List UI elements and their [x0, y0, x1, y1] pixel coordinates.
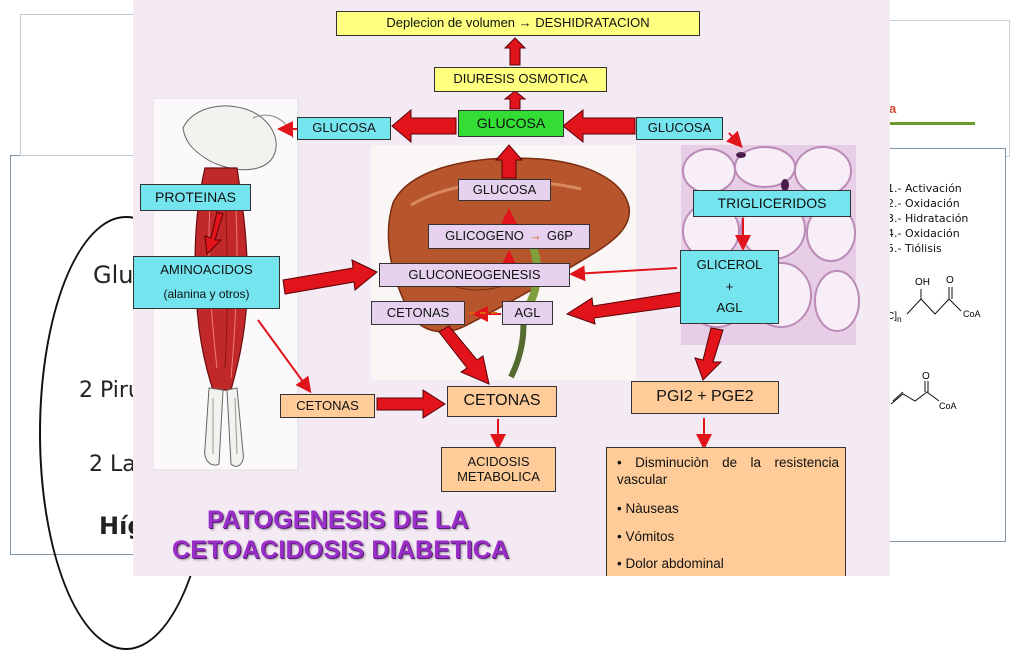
gluconeogenesis-box: GLUCONEOGENESIS	[379, 263, 570, 287]
agl-right-label: AGL	[716, 300, 743, 316]
step-5: 5.- Tiólisis	[887, 242, 942, 255]
chem-structure-1	[890, 287, 962, 405]
bg-right-red-text: a	[889, 101, 897, 116]
pgi2-box: PGI2 + PGE2	[631, 381, 779, 414]
chem-c-bracket: C]n	[887, 311, 902, 324]
arrows-layer	[204, 37, 751, 450]
cetonas-mid-box: CETONAS	[447, 386, 557, 417]
step-3: 3.- Hidratación	[887, 212, 969, 225]
effect-item-4: • Dolor abdominal	[617, 556, 724, 571]
cetonas-liver-box: CETONAS	[371, 301, 465, 325]
glicerol-label: GLICEROL	[696, 256, 763, 272]
glucosa-right-box: GLUCOSA	[636, 117, 723, 140]
background-slide-right: 1.- Activación 2.- Oxidación 3.- Hidrata…	[880, 148, 1006, 542]
effect-item-3: • Vómitos	[617, 529, 675, 544]
glicogeno-box: GLICOGENO → G6P	[428, 224, 590, 249]
bg-text-piru: 2 Piru	[79, 378, 142, 403]
agl-liver-box: AGL	[502, 301, 553, 325]
glicogeno-label: GLICOGENO	[445, 228, 524, 244]
diagram-title-line1: PATOGENESIS DE LA	[207, 506, 469, 534]
effects-box: • Disminuciòn de la resistencia vascular…	[606, 447, 846, 576]
trigliceridos-box: TRIGLICERIDOS	[693, 190, 851, 217]
step-4: 4.- Oxidación	[887, 227, 960, 240]
background-slide-right-back: a	[880, 20, 1010, 157]
plus-label: +	[725, 278, 734, 294]
glucosa-left-box: GLUCOSA	[297, 117, 391, 140]
main-slide: Deplecion de volumen → DESHIDRATACION DI…	[133, 0, 890, 576]
chem-coa2: CoA	[939, 401, 957, 411]
effect-item-1: • Disminuciòn de la resistencia vascular	[617, 455, 839, 487]
cetonas-left-box: CETONAS	[280, 394, 375, 418]
proteinas-box: PROTEINAS	[140, 184, 251, 211]
step-2: 2.- Oxidación	[887, 197, 960, 210]
diuresis-box: DIURESIS OSMOTICA	[434, 67, 607, 92]
aminoacidos-sub-label: (alanina y otros)	[163, 287, 250, 302]
diagram-title-line2: CETOACIDOSIS DIABETICA	[172, 536, 510, 564]
chem-o2: O	[922, 371, 930, 382]
chem-o1: O	[946, 275, 954, 286]
background-slide-left: Gluc 2 Piru 2 Lac Híg	[10, 155, 213, 650]
bg-right-green-line	[885, 122, 975, 125]
aminoacidos-label: AMINOACIDOS	[160, 262, 253, 278]
glucosa-center-box: GLUCOSA	[458, 110, 564, 137]
chem-c: C]	[887, 311, 897, 322]
acidosis-box: ACIDOSIS METABOLICA	[441, 447, 556, 492]
background-slide-left-back	[20, 14, 142, 156]
chem-coa1: CoA	[963, 309, 981, 319]
chem-n: n	[897, 314, 902, 324]
step-1: 1.- Activación	[887, 182, 962, 195]
dashed-arrow	[469, 312, 497, 314]
arrow-glyph: →	[528, 228, 542, 244]
effect-item-2: • Nàuseas	[617, 501, 679, 516]
chem-oh: OH	[915, 277, 930, 288]
top-box-deplecion: Deplecion de volumen → DESHIDRATACION	[336, 11, 700, 36]
aminoacidos-box: AMINOACIDOS (alanina y otros)	[133, 256, 280, 309]
steps-list: 1.- Activación 2.- Oxidación 3.- Hidrata…	[887, 181, 968, 256]
liver-glucosa-box: GLUCOSA	[458, 179, 551, 201]
acidosis-label: ACIDOSIS METABOLICA	[457, 453, 540, 484]
glicerol-agl-box: GLICEROL + AGL	[680, 250, 779, 324]
g6p-label: G6P	[546, 228, 573, 244]
